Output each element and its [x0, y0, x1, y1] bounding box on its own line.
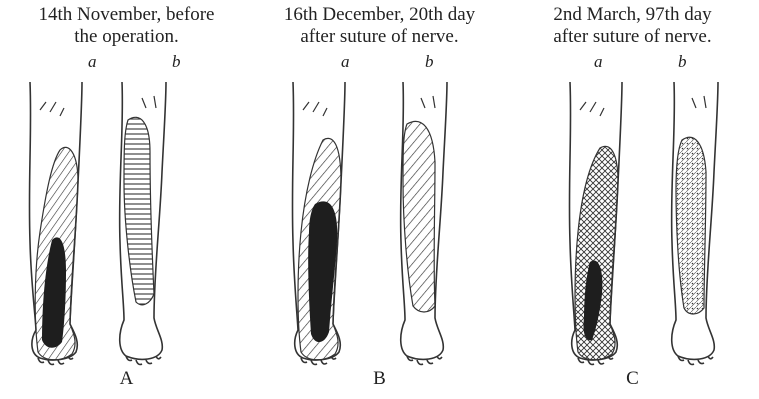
leg-drawings — [0, 72, 253, 372]
sublabel-b: b — [172, 52, 181, 72]
caption-line-2: after suture of nerve. — [553, 26, 711, 47]
caption-line-2: after suture of nerve. — [300, 26, 458, 47]
sublabel-b: b — [678, 52, 687, 72]
panel-caption: 14th November, before the operation. — [0, 4, 253, 48]
panel-letter: B — [253, 368, 506, 390]
panel-b: 16th December, 20th day after suture of … — [253, 0, 506, 399]
leg-drawings — [506, 72, 759, 372]
sensory-zone — [124, 117, 154, 304]
sublabel-a: a — [341, 52, 350, 72]
panel-caption: 16th December, 20th day after suture of … — [253, 4, 506, 48]
sublabel-a: a — [594, 52, 603, 72]
panel-a: 14th November, before the operation. a b… — [0, 0, 253, 399]
panel-letter: A — [0, 368, 253, 390]
sublabel-b: b — [425, 52, 434, 72]
panel-c: 2nd March, 97th day after suture of nerv… — [506, 0, 759, 399]
caption-line-1: 14th November, before — [39, 4, 215, 25]
caption-line-1: 16th December, 20th day — [284, 4, 475, 25]
leg-drawings — [253, 72, 506, 372]
sensory-zone — [403, 121, 435, 312]
sensory-zone — [676, 137, 706, 314]
panel-caption: 2nd March, 97th day after suture of nerv… — [506, 4, 759, 48]
caption-line-1: 2nd March, 97th day — [553, 4, 711, 25]
sublabel-a: a — [88, 52, 97, 72]
sensory-zone — [575, 146, 618, 359]
panel-letter: C — [506, 368, 759, 390]
caption-line-2: the operation. — [74, 26, 178, 47]
